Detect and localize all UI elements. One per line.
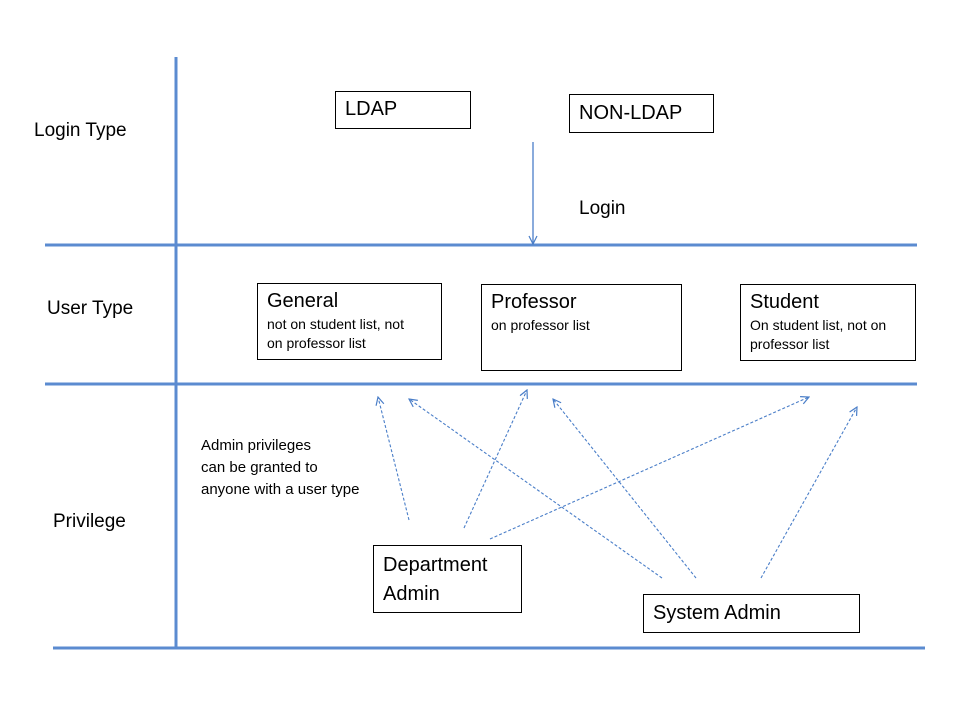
department-admin-box: Department Admin bbox=[373, 545, 522, 613]
professor-desc-line-1: on professor list bbox=[491, 317, 590, 333]
ldap-box: LDAP bbox=[335, 91, 471, 129]
general-desc-line-1: not on student list, not bbox=[267, 316, 404, 332]
ldap-label: LDAP bbox=[345, 98, 398, 120]
row-label-login-type: Login Type bbox=[34, 120, 127, 141]
note-line-2: can be granted to bbox=[201, 459, 318, 476]
general-box: General not on student list, not on prof… bbox=[257, 283, 442, 360]
note-line-1: Admin privileges bbox=[201, 437, 312, 454]
arrow-dept-admin-to-student bbox=[489, 397, 809, 540]
system-admin-label: System Admin bbox=[653, 602, 781, 624]
note-line-3: anyone with a user type bbox=[201, 481, 360, 498]
row-label-user-type: User Type bbox=[47, 298, 134, 319]
non-ldap-box: NON-LDAP bbox=[569, 94, 714, 133]
student-desc-line-1: On student list, not on bbox=[750, 317, 887, 333]
non-ldap-label: NON-LDAP bbox=[579, 102, 683, 124]
general-desc-line-2: on professor list bbox=[267, 335, 366, 351]
department-admin-line-1: Department bbox=[383, 554, 488, 576]
arrow-system-admin-to-professor bbox=[553, 399, 697, 579]
general-title: General bbox=[267, 290, 339, 312]
admin-privileges-note: Admin privileges can be granted to anyon… bbox=[201, 435, 359, 501]
row-label-privilege: Privilege bbox=[53, 511, 126, 532]
login-arrow-label: Login bbox=[579, 198, 626, 219]
professor-box: Professor on professor list bbox=[481, 284, 682, 371]
student-box: Student On student list, not on professo… bbox=[740, 284, 916, 361]
arrow-system-admin-to-general bbox=[409, 399, 663, 579]
arrow-system-admin-to-student bbox=[760, 407, 857, 579]
department-admin-line-2: Admin bbox=[383, 583, 440, 605]
arrow-dept-admin-to-professor bbox=[463, 390, 527, 529]
system-admin-box: System Admin bbox=[643, 594, 860, 633]
student-desc-line-2: professor list bbox=[750, 336, 830, 352]
professor-title: Professor bbox=[491, 291, 577, 313]
arrow-dept-admin-to-general bbox=[378, 397, 410, 521]
student-title: Student bbox=[750, 291, 819, 313]
